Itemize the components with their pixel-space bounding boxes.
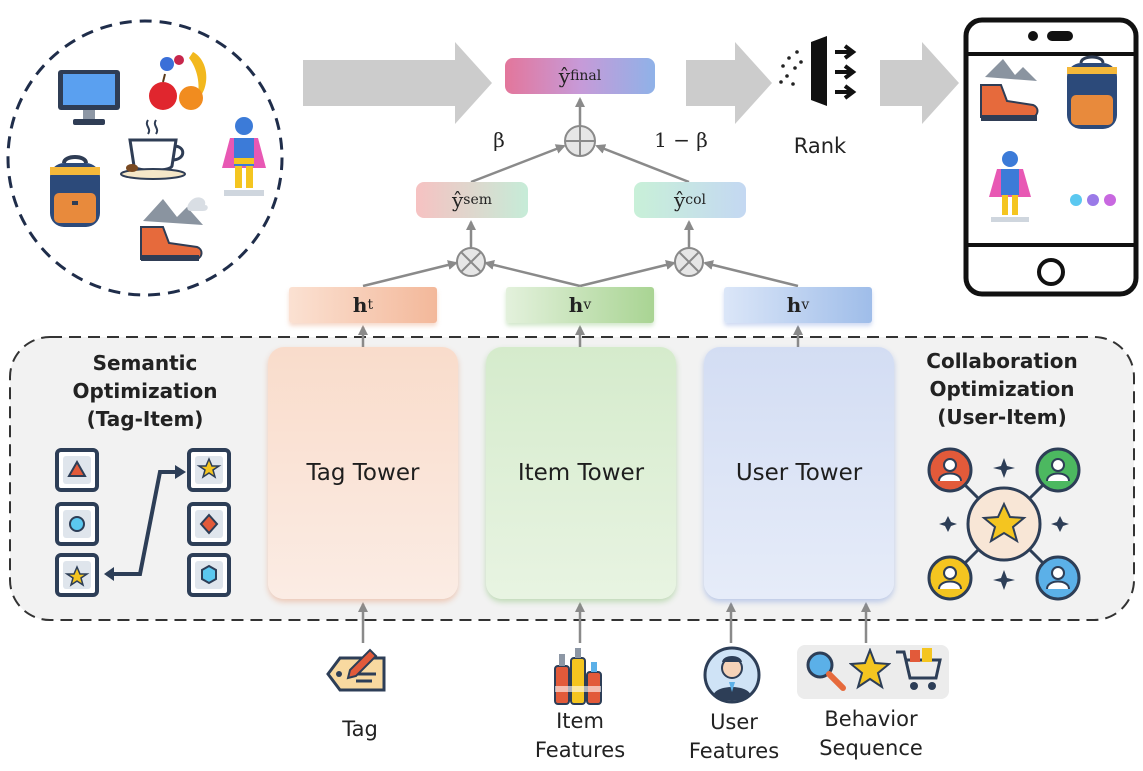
collaboration-optimization-title: Collaboration Optimization (User-Item) bbox=[926, 349, 1078, 429]
cart-icon bbox=[896, 648, 942, 690]
backpack-icon bbox=[50, 155, 100, 227]
tag-item-grid-icon bbox=[55, 448, 231, 597]
cosmetics-icon bbox=[554, 648, 602, 705]
rank-label: Rank bbox=[793, 134, 847, 158]
search-icon bbox=[806, 651, 846, 691]
phone-icon[interactable] bbox=[963, 17, 1139, 297]
phone-hero-icon bbox=[989, 151, 1031, 222]
sum-node bbox=[564, 125, 596, 157]
one-minus-beta-label: 1 − β bbox=[654, 128, 708, 152]
item-features-label: Item Features bbox=[534, 709, 626, 762]
behavior-sequence-label: Behavior Sequence bbox=[819, 707, 923, 760]
user-network-icon bbox=[927, 447, 1081, 601]
user-tower: User Tower bbox=[704, 347, 894, 599]
big-arrow-1 bbox=[303, 42, 492, 124]
multiply-node-col bbox=[674, 247, 704, 277]
computer-icon bbox=[58, 70, 120, 125]
phone-backpack-icon bbox=[1067, 55, 1117, 129]
big-arrow-3 bbox=[880, 42, 959, 124]
coffee-icon bbox=[120, 119, 186, 180]
semantic-optimization-title: Semantic Optimization (Tag-Item) bbox=[72, 351, 218, 431]
user-avatar-icon bbox=[703, 646, 761, 704]
hero-icon bbox=[222, 117, 266, 196]
big-arrow-2 bbox=[686, 42, 772, 124]
tag-tower: Tag Tower bbox=[268, 347, 458, 599]
beta-label: β bbox=[493, 128, 505, 152]
user-features-label: User Features bbox=[688, 710, 780, 763]
phone-boot-icon bbox=[980, 59, 1039, 121]
tag-icon bbox=[326, 648, 386, 692]
boot-icon bbox=[140, 197, 208, 261]
door-icon bbox=[779, 36, 857, 106]
item-tower: Item Tower bbox=[486, 347, 676, 599]
fruits-icon bbox=[149, 52, 207, 110]
star-icon bbox=[849, 648, 891, 690]
tag-input-label: Tag bbox=[342, 717, 378, 741]
multiply-node-sem bbox=[456, 247, 486, 277]
